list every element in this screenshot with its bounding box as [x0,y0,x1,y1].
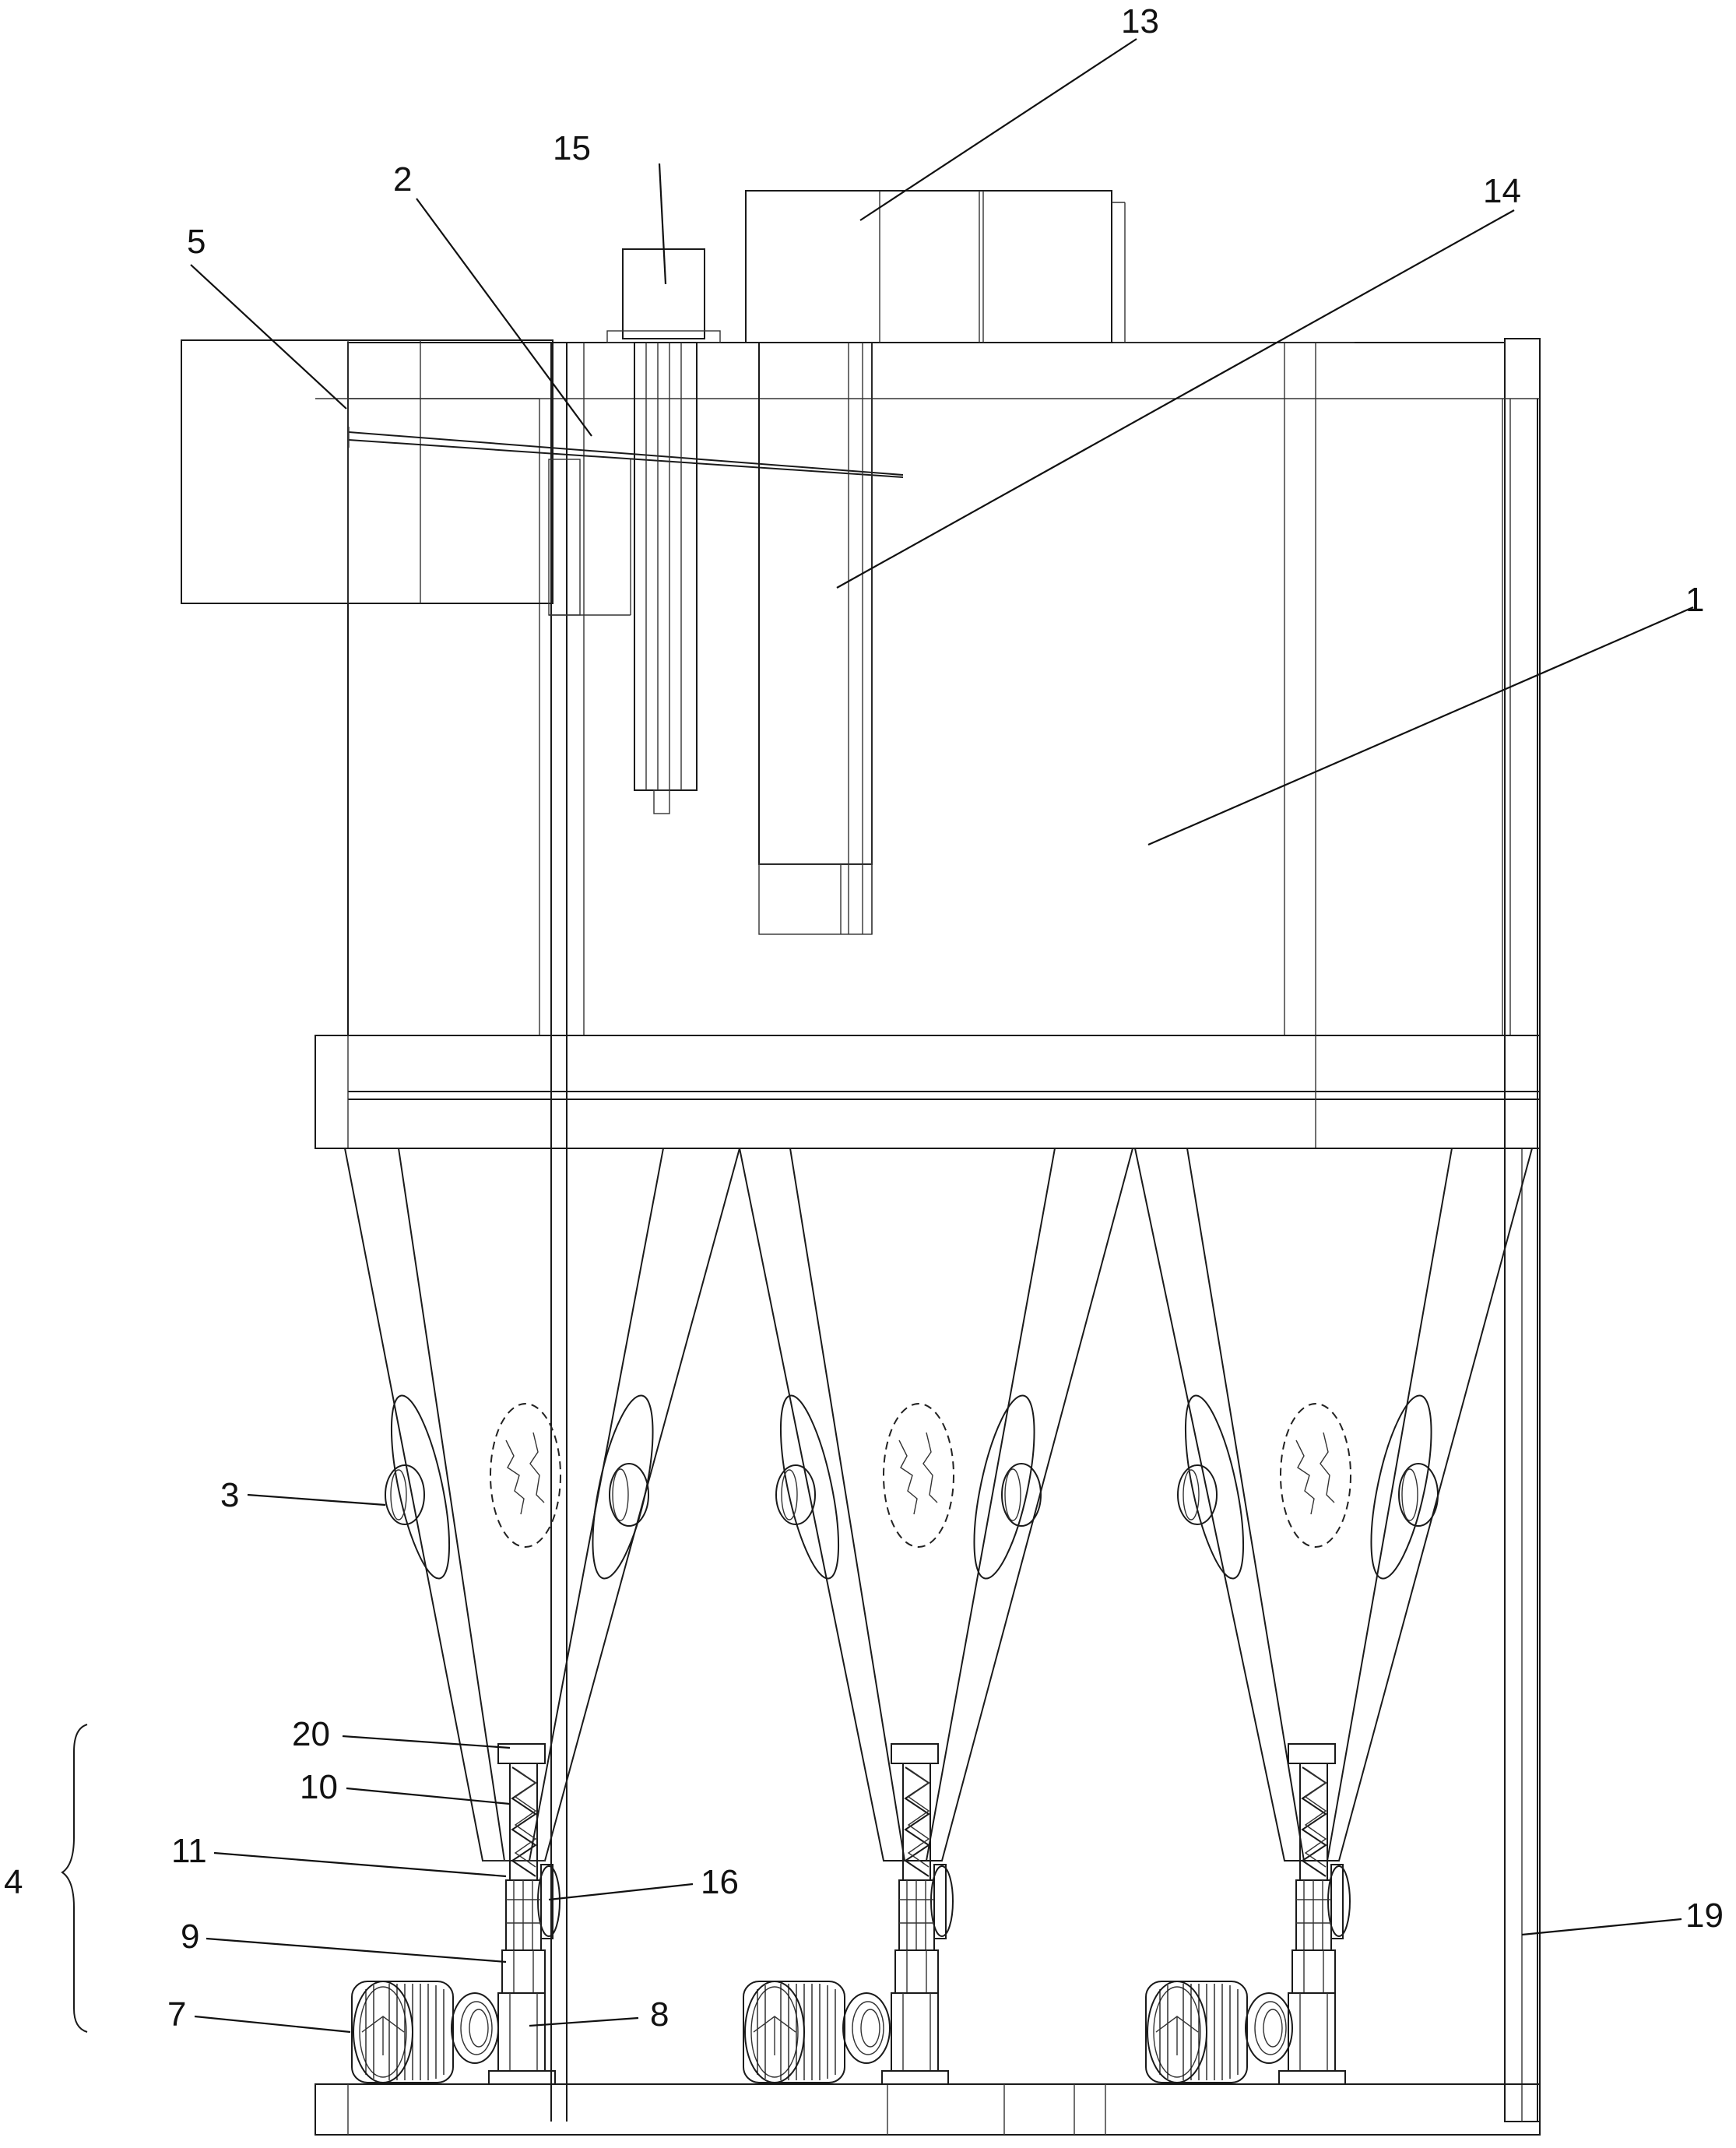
hopper-1 [343,1148,741,1861]
assembly-brace [61,1724,88,2033]
deflector-plate [348,427,904,478]
label-3: 3 [220,1476,239,1514]
leader-lines [190,38,1694,2034]
label-8: 8 [650,1995,669,2034]
hopper-2 [738,1148,1134,1861]
discharge-unit-2 [743,1743,954,2085]
label-15: 15 [553,129,591,167]
label-16: 16 [701,1863,739,1901]
label-13: 13 [1121,2,1159,40]
top-fan-box [745,190,1355,343]
label-1: 1 [1685,581,1704,619]
label-2: 2 [393,160,412,199]
main-housing [315,338,1541,2136]
label-4: 4 [4,1863,23,1901]
hopper-3 [1133,1148,1534,1861]
reference-numerals: 13 14 15 2 5 1 3 20 10 11 16 4 9 19 7 8 [4,2,1724,2034]
label-5: 5 [187,223,206,261]
vibrator-group-1 [385,1394,654,1580]
discharge-unit-3 [1145,1743,1351,2085]
discharge-unit-1 [351,1743,561,2085]
label-10: 10 [300,1768,338,1806]
vibrator-group-3 [1177,1394,1439,1580]
label-20: 20 [292,1715,330,1753]
vibrator-group-2 [775,1394,1042,1580]
label-19: 19 [1685,1897,1724,1935]
label-14: 14 [1483,172,1521,210]
label-9: 9 [181,1918,199,1956]
label-11: 11 [171,1832,207,1870]
vent-pipe [606,248,721,814]
air-inlet-duct [181,339,631,616]
label-7: 7 [167,1995,186,2034]
filter-duct [758,342,873,935]
